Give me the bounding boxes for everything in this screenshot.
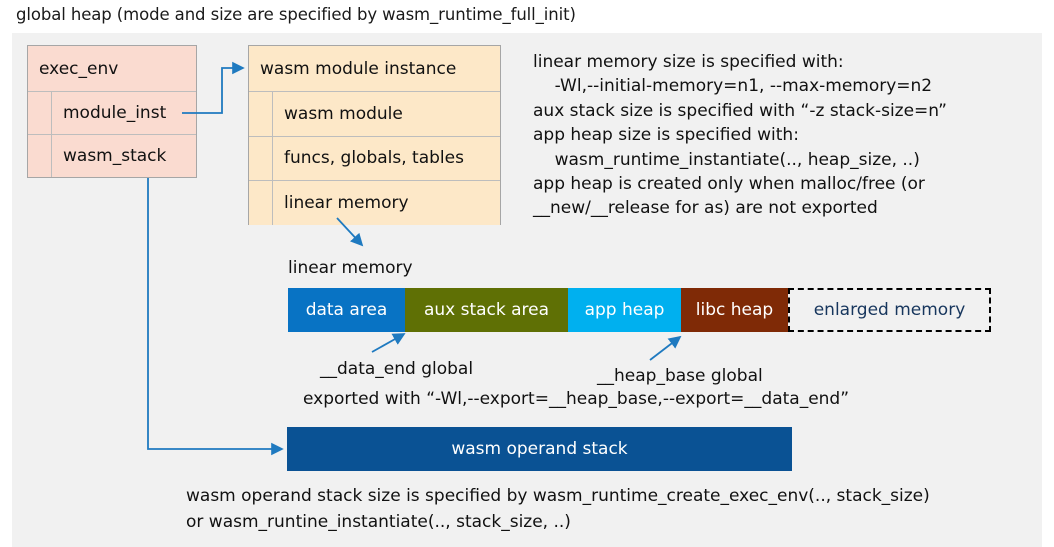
linear-memory-bar: data area aux stack area app heap libc heap… bbox=[288, 288, 991, 332]
export-note-label: exported with “-Wl,--export=__heap_base,… bbox=[303, 389, 850, 409]
memory-segment-app-heap: app heap bbox=[568, 288, 681, 332]
module-instance-field-label: funcs, globals, tables bbox=[284, 148, 464, 169]
module-instance-field-label: linear memory bbox=[284, 192, 409, 213]
exec-env-field-label: module_inst bbox=[63, 103, 167, 123]
memory-segment-label: libc heap bbox=[695, 300, 774, 320]
row-gutter bbox=[249, 136, 273, 180]
row-gutter bbox=[249, 181, 273, 225]
data-end-callout-label: __data_end global bbox=[320, 359, 474, 379]
wasm-operand-stack-label: wasm operand stack bbox=[451, 439, 628, 459]
exec-env-header: exec_env bbox=[28, 46, 196, 91]
exec-env-box: exec_env module_inst wasm_stack bbox=[27, 45, 197, 178]
memory-segment-label: data area bbox=[305, 300, 388, 320]
memory-segment-data-area: data area bbox=[288, 288, 405, 332]
module-instance-header-label: wasm module instance bbox=[260, 58, 457, 79]
module-instance-field-label: wasm module bbox=[284, 103, 403, 124]
module-instance-header: wasm module instance bbox=[249, 46, 500, 91]
linear-memory-caption: linear memory bbox=[288, 258, 413, 278]
exec-env-field-module-inst: module_inst bbox=[28, 91, 196, 134]
page-title: global heap (mode and size are specified… bbox=[16, 5, 576, 24]
memory-segment-aux-stack-area: aux stack area bbox=[405, 288, 568, 332]
memory-segment-label: enlarged memory bbox=[813, 300, 966, 320]
memory-segment-libc-heap: libc heap bbox=[681, 288, 788, 332]
module-instance-field-linear-memory: linear memory bbox=[249, 180, 500, 225]
wasm-module-instance-box: wasm module instance wasm module funcs, … bbox=[248, 45, 501, 225]
module-instance-field-wasm-module: wasm module bbox=[249, 91, 500, 136]
exec-env-header-label: exec_env bbox=[39, 58, 119, 79]
heap-base-callout-label: __heap_base global bbox=[597, 366, 763, 386]
module-instance-field-funcs-globals-tables: funcs, globals, tables bbox=[249, 135, 500, 180]
exec-env-field-label: wasm_stack bbox=[63, 146, 167, 166]
memory-segment-enlarged-memory: enlarged memory bbox=[788, 288, 991, 332]
wasm-operand-stack-note: wasm operand stack size is specified by … bbox=[186, 486, 930, 532]
memory-segment-label: app heap bbox=[584, 300, 665, 320]
memory-segment-label: aux stack area bbox=[423, 300, 550, 320]
row-gutter bbox=[28, 92, 52, 134]
wasm-operand-stack-bar: wasm operand stack bbox=[287, 427, 792, 471]
linear-memory-description: linear memory size is specified with: -W… bbox=[533, 52, 947, 219]
row-gutter bbox=[249, 92, 273, 136]
row-gutter bbox=[28, 135, 52, 177]
exec-env-field-wasm-stack: wasm_stack bbox=[28, 134, 196, 177]
